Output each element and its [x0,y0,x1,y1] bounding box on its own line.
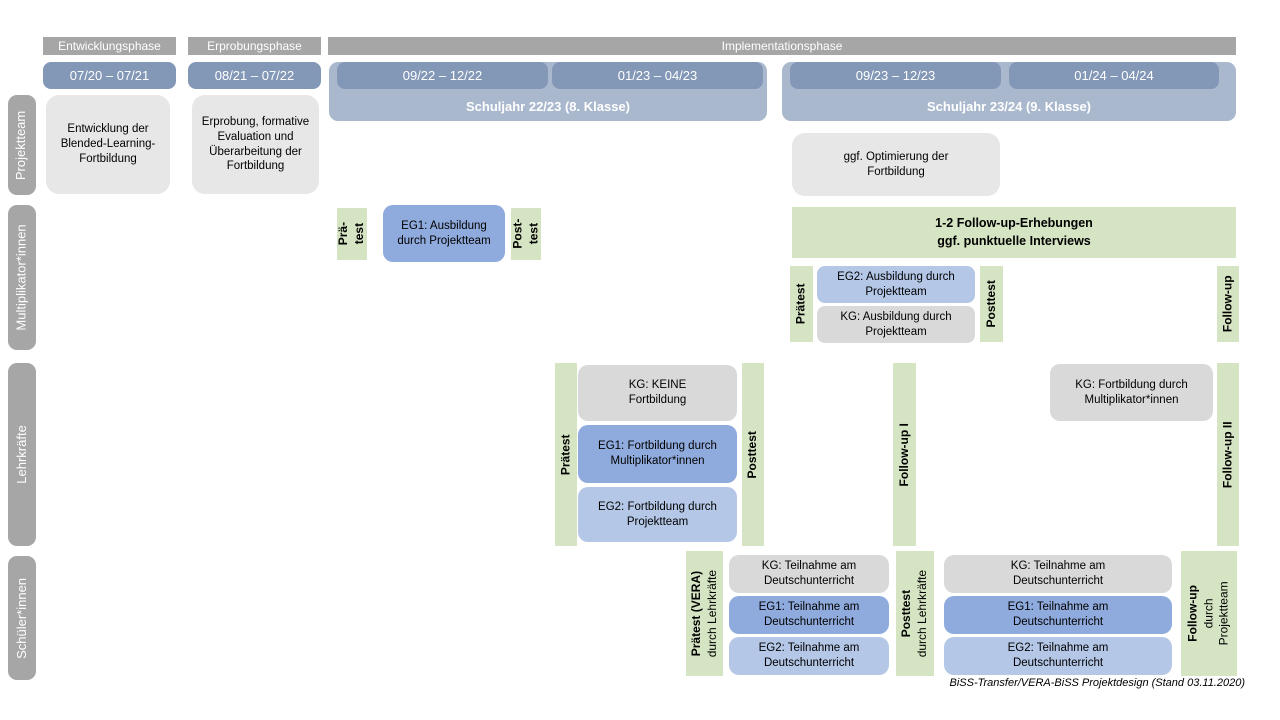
date-bar-0923-1223: 09/23 – 12/23 [790,62,1001,89]
box-eg2-teilnahme-deutsch-1: EG2: Teilnahme am Deutschunterricht [729,637,889,675]
box-eg1-fortbildung-multiplikatoren: EG1: Fortbildung durch Multiplikator*inn… [578,425,737,483]
followup-schueler-main: Follow-up [1185,585,1200,642]
bar-posttest-lehrkraefte: Posttest [742,363,764,546]
box-kg-fortbildung-multiplikatoren: KG: Fortbildung durch Multiplikator*inne… [1050,364,1213,421]
date-bar-0720-0721: 07/20 – 07/21 [43,62,176,89]
row-label-lehrkraefte: Lehrkräfte [8,363,36,546]
row-label-schuelerinnen: Schüler*innen [8,556,36,680]
box-eg1-ausbildung-projektteam: EG1: Ausbildung durch Projektteam [383,205,505,262]
posttest-line-1: Post- [510,219,525,249]
bar-praetest-lehrkraefte-text: Prätest [558,434,573,475]
bar-praetest-lehrkraefte: Prätest [555,363,577,546]
bar-followup-multiplikatoren-text: Follow-up [1220,275,1235,333]
footer-note: BiSS-Transfer/VERA-BiSS Projektdesign (S… [949,677,1245,689]
followup-schueler-sub1: durch [1201,598,1216,629]
bar-praetest-multiplikatoren-1: Prä- test [336,208,367,260]
bar-posttest-schueler-text: Posttest durch Lehrkräfte [899,570,930,657]
bar-followup-schueler-text: Follow-up durch Projektteam [1186,581,1233,645]
box-kg-teilnahme-deutsch-1: KG: Teilnahme am Deutschunterricht [729,555,889,593]
bar-posttest-multiplikatoren-1-text: Post- test [510,219,541,249]
row-label-multiplikatorinnen-text: Multiplikator*innen [13,224,29,331]
row-label-projektteam: Projektteam [8,95,36,195]
box-optimierung-fortbildung: ggf. Optimierung der Fortbildung [792,133,1000,196]
followup-heading-line-1: 1-2 Follow-up-Erhebungen [935,216,1093,230]
praetest-line-2: test [352,223,366,245]
bar-praetest-vera-schueler-text: Prätest (VERA) durch Lehrkräfte [689,570,720,657]
posttest-schueler-sub: durch Lehrkräfte [915,569,930,658]
row-label-schuelerinnen-text: Schüler*innen [13,577,29,659]
box-kg-ausbildung-projektteam: KG: Ausbildung durch Projektteam [817,306,975,343]
date-bar-0123-0423: 01/23 – 04/23 [552,62,763,89]
bar-followup-multiplikatoren: Follow-up [1217,266,1239,342]
bar-followup-2-lehrkraefte-text: Follow-up II [1220,421,1235,488]
bar-praetest-multiplikatoren-2-text: Prätest [793,283,808,325]
box-eg1-teilnahme-deutsch-2: EG1: Teilnahme am Deutschunterricht [944,596,1172,634]
box-eg2-fortbildung-projektteam: EG2: Fortbildung durch Projektteam [578,487,737,542]
bar-followup-schueler: Follow-up durch Projektteam [1181,551,1237,676]
posttest-line-2: test [526,223,540,245]
box-eg2-teilnahme-deutsch-2: EG2: Teilnahme am Deutschunterricht [944,637,1172,675]
bar-followup-1-lehrkraefte-text: Follow-up I [896,422,911,487]
phase-header-implementationsphase: Implementationsphase [328,37,1236,55]
box-erprobung-evaluation: Erprobung, formative Evaluation und Über… [192,95,319,194]
row-label-lehrkraefte-text: Lehrkräfte [13,425,29,484]
date-bar-0922-1222: 09/22 – 12/22 [337,62,548,89]
praetest-vera-sub: durch Lehrkräfte [704,569,719,658]
bar-posttest-multiplikatoren-2-text: Posttest [983,280,998,328]
bar-posttest-multiplikatoren-1: Post- test [510,208,541,260]
date-bar-0821-0722: 08/21 – 07/22 [188,62,321,89]
bar-praetest-multiplikatoren-2: Prätest [790,266,813,342]
praetest-vera-main: Prätest (VERA) [688,570,703,657]
box-kg-keine-fortbildung: KG: KEINE Fortbildung [578,365,737,421]
bar-praetest-vera-schueler: Prätest (VERA) durch Lehrkräfte [686,551,723,676]
praetest-line-1: Prä- [336,222,351,246]
box-followup-erhebungen: 1-2 Follow-up-Erhebungen ggf. punktuelle… [792,207,1236,258]
bar-posttest-multiplikatoren-2: Posttest [980,266,1003,342]
date-bar-0124-0424: 01/24 – 04/24 [1009,62,1219,89]
followup-heading-line-2: ggf. punktuelle Interviews [937,233,1091,248]
phase-header-entwicklungsphase: Entwicklungsphase [43,37,176,55]
row-label-multiplikatorinnen: Multiplikator*innen [8,205,36,350]
row-label-projektteam-text: Projektteam [13,110,29,180]
box-eg1-teilnahme-deutsch-1: EG1: Teilnahme am Deutschunterricht [729,596,889,634]
bar-praetest-multiplikatoren-1-text: Prä- test [336,222,367,245]
bar-posttest-lehrkraefte-text: Posttest [745,430,760,479]
bar-posttest-schueler: Posttest durch Lehrkräfte [896,551,934,676]
posttest-schueler-main: Posttest [899,589,914,638]
box-eg2-ausbildung-projektteam: EG2: Ausbildung durch Projektteam [817,266,975,303]
bar-followup-1-lehrkraefte: Follow-up I [893,363,916,546]
bar-followup-2-lehrkraefte: Follow-up II [1217,363,1239,546]
box-entwicklung-fortbildung: Entwicklung der Blended-Learning-Fortbil… [46,95,170,194]
box-kg-teilnahme-deutsch-2: KG: Teilnahme am Deutschunterricht [944,555,1172,593]
phase-header-erprobungsphase: Erprobungsphase [188,37,321,55]
followup-schueler-sub2: Projektteam [1216,581,1231,646]
